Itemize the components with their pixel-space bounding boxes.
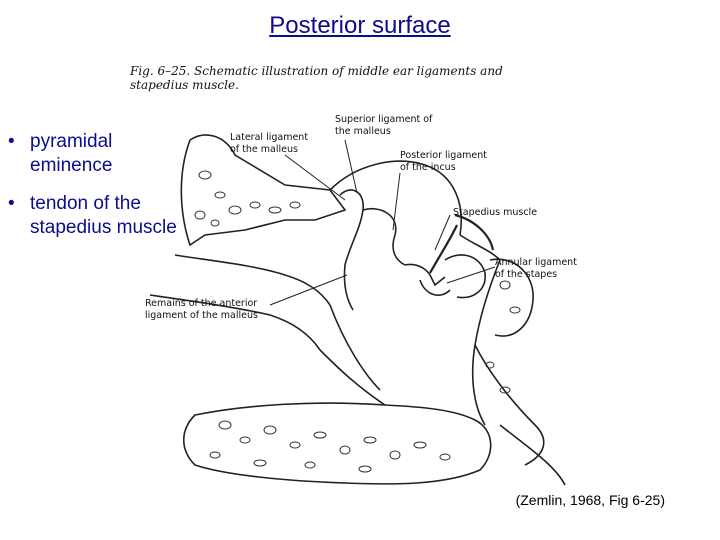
label-posterior-ligament-line1: Posterior ligament bbox=[400, 150, 487, 161]
label-stapedius-muscle: Stapedius muscle bbox=[453, 207, 537, 218]
bullet-marker: • bbox=[8, 193, 15, 214]
bullet-item-pyramidal-eminence: • pyramidal eminence bbox=[8, 130, 188, 178]
label-remains-anterior-ligament-line2: ligament of the malleus bbox=[145, 310, 258, 321]
bullet-list: • pyramidal eminence • tendon of the sta… bbox=[8, 130, 188, 254]
label-lateral-ligament-line2: of the malleus bbox=[230, 144, 298, 155]
bullet-text: pyramidal eminence bbox=[30, 131, 113, 176]
label-superior-ligament-line1: Superior ligament of bbox=[335, 114, 433, 125]
label-annular-ligament-line2: of the stapes bbox=[495, 269, 557, 280]
bullet-item-stapedius-tendon: • tendon of the stapedius muscle bbox=[8, 192, 188, 240]
label-annular-ligament-line1: Annular ligament bbox=[495, 257, 577, 268]
anatomy-drawing bbox=[149, 134, 566, 486]
label-leader-lines bbox=[269, 139, 496, 306]
label-remains-anterior-ligament-line1: Remains of the anterior bbox=[145, 298, 257, 309]
bullet-marker: • bbox=[8, 131, 15, 152]
bullet-text: tendon of the stapedius muscle bbox=[30, 193, 177, 238]
middle-ear-ligament-figure: Fig. 6–25. Schematic illustration of mid… bbox=[129, 64, 577, 486]
label-posterior-ligament-line2: of the incus bbox=[400, 162, 456, 173]
figure-caption-line2: stapedius muscle. bbox=[130, 78, 239, 92]
label-lateral-ligament-line1: Lateral ligament bbox=[230, 132, 308, 143]
figure-citation: (Zemlin, 1968, Fig 6-25) bbox=[515, 492, 665, 508]
bone-trabeculae bbox=[194, 170, 521, 473]
figure-caption-line1: Fig. 6–25. Schematic illustration of mid… bbox=[129, 64, 503, 78]
slide-title: Posterior surface bbox=[269, 12, 451, 39]
label-superior-ligament-line2: the malleus bbox=[335, 126, 391, 137]
